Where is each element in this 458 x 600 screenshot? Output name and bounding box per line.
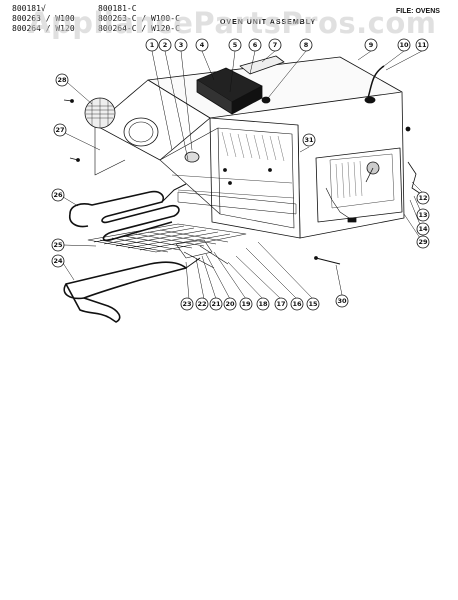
callout-26 bbox=[51, 188, 65, 202]
callout-label-6: 6 bbox=[253, 41, 258, 49]
callout-label-4: 4 bbox=[200, 41, 205, 49]
callout-27 bbox=[53, 123, 67, 137]
model-number-text: 800181 bbox=[12, 4, 41, 13]
oven-front-frame bbox=[209, 117, 301, 239]
model-number-800264-c: 800264-C / W120-C bbox=[98, 24, 180, 33]
oven-cavity-opening bbox=[217, 127, 295, 229]
callout-label-2: 2 bbox=[163, 41, 168, 49]
callout-label-19: 19 bbox=[241, 300, 251, 308]
callout-3 bbox=[174, 38, 188, 52]
callout-label-30: 30 bbox=[337, 297, 347, 305]
callout-20 bbox=[223, 297, 237, 311]
callout-29 bbox=[416, 235, 430, 249]
terminal-block bbox=[325, 187, 353, 221]
callout-label-1: 1 bbox=[150, 41, 155, 49]
callout-14 bbox=[416, 222, 430, 236]
callout-label-31: 31 bbox=[304, 136, 314, 144]
callout-label-22: 22 bbox=[197, 300, 206, 308]
oven-light-socket bbox=[184, 151, 200, 163]
callout-4 bbox=[195, 38, 209, 52]
callout-17 bbox=[274, 297, 288, 311]
callout-label-13: 13 bbox=[418, 211, 427, 219]
model-suffix: / W120 bbox=[45, 24, 75, 33]
callout-16 bbox=[290, 297, 304, 311]
callout-label-9: 9 bbox=[369, 41, 374, 49]
callout-13 bbox=[416, 208, 430, 222]
callout-label-24: 24 bbox=[53, 257, 63, 265]
file-label: FILE: OVENS bbox=[396, 8, 440, 15]
callout-label-17: 17 bbox=[276, 300, 285, 308]
lower-heating-element bbox=[63, 283, 121, 323]
callout-19 bbox=[239, 297, 253, 311]
model-number-text: 800263 bbox=[12, 14, 41, 23]
model-suffix: / W100 bbox=[45, 14, 75, 23]
callout-8 bbox=[299, 38, 313, 52]
callout-23 bbox=[180, 297, 194, 311]
upper-heating-element bbox=[69, 190, 180, 242]
callout-label-18: 18 bbox=[258, 300, 268, 308]
check-mark: √ bbox=[40, 4, 46, 13]
callout-label-27: 27 bbox=[55, 126, 64, 134]
broil-pan bbox=[177, 191, 297, 215]
control-compartment bbox=[315, 147, 403, 223]
callout-18 bbox=[256, 297, 270, 311]
element-bracket bbox=[175, 239, 213, 259]
callout-12 bbox=[416, 191, 430, 205]
callout-22 bbox=[195, 297, 209, 311]
callout-1 bbox=[145, 38, 159, 52]
callout-label-16: 16 bbox=[292, 300, 302, 308]
model-number-800264: 800264 / W120 bbox=[12, 24, 75, 34]
diagram-title: OVEN UNIT ASSEMBLY bbox=[220, 19, 316, 26]
callout-label-26: 26 bbox=[53, 191, 63, 199]
callout-31 bbox=[302, 133, 316, 147]
bracket bbox=[261, 96, 271, 104]
callout-label-10: 10 bbox=[399, 41, 409, 49]
probe bbox=[315, 257, 341, 265]
callout-24 bbox=[51, 254, 65, 268]
callout-25 bbox=[51, 238, 65, 252]
model-number-800181-c: 800181-C bbox=[98, 4, 137, 13]
callout-label-28: 28 bbox=[57, 76, 67, 84]
callout-11 bbox=[415, 38, 429, 52]
power-cord bbox=[367, 65, 385, 99]
callout-label-8: 8 bbox=[304, 41, 309, 49]
fan-housing bbox=[123, 117, 159, 147]
callout-15 bbox=[306, 297, 320, 311]
callout-28 bbox=[55, 73, 69, 87]
callout-9 bbox=[364, 38, 378, 52]
callout-label-11: 11 bbox=[417, 41, 427, 49]
callout-label-5: 5 bbox=[233, 41, 238, 49]
callout-2 bbox=[158, 38, 172, 52]
oven-rack bbox=[87, 223, 247, 253]
callout-label-29: 29 bbox=[418, 238, 428, 246]
callout-label-15: 15 bbox=[308, 300, 318, 308]
callout-label-12: 12 bbox=[418, 194, 427, 202]
callout-30 bbox=[335, 294, 349, 308]
callout-label-21: 21 bbox=[211, 300, 221, 308]
callout-label-20: 20 bbox=[225, 300, 235, 308]
callout-label-7: 7 bbox=[273, 41, 278, 49]
callout-label-23: 23 bbox=[182, 300, 191, 308]
callout-10 bbox=[397, 38, 411, 52]
callout-label-14: 14 bbox=[418, 225, 428, 233]
callout-5 bbox=[228, 38, 242, 52]
callout-label-3: 3 bbox=[179, 41, 184, 49]
model-number-800263-c: 800263-C / W100-C bbox=[98, 14, 180, 23]
callout-label-25: 25 bbox=[53, 241, 63, 249]
switch-wire bbox=[407, 161, 425, 197]
callout-21 bbox=[209, 297, 223, 311]
model-number-800181: 800181√ bbox=[12, 4, 46, 14]
model-number-800263: 800263 / W100 bbox=[12, 14, 75, 24]
model-number-text: 800264 bbox=[12, 24, 41, 33]
callout-7 bbox=[268, 38, 282, 52]
